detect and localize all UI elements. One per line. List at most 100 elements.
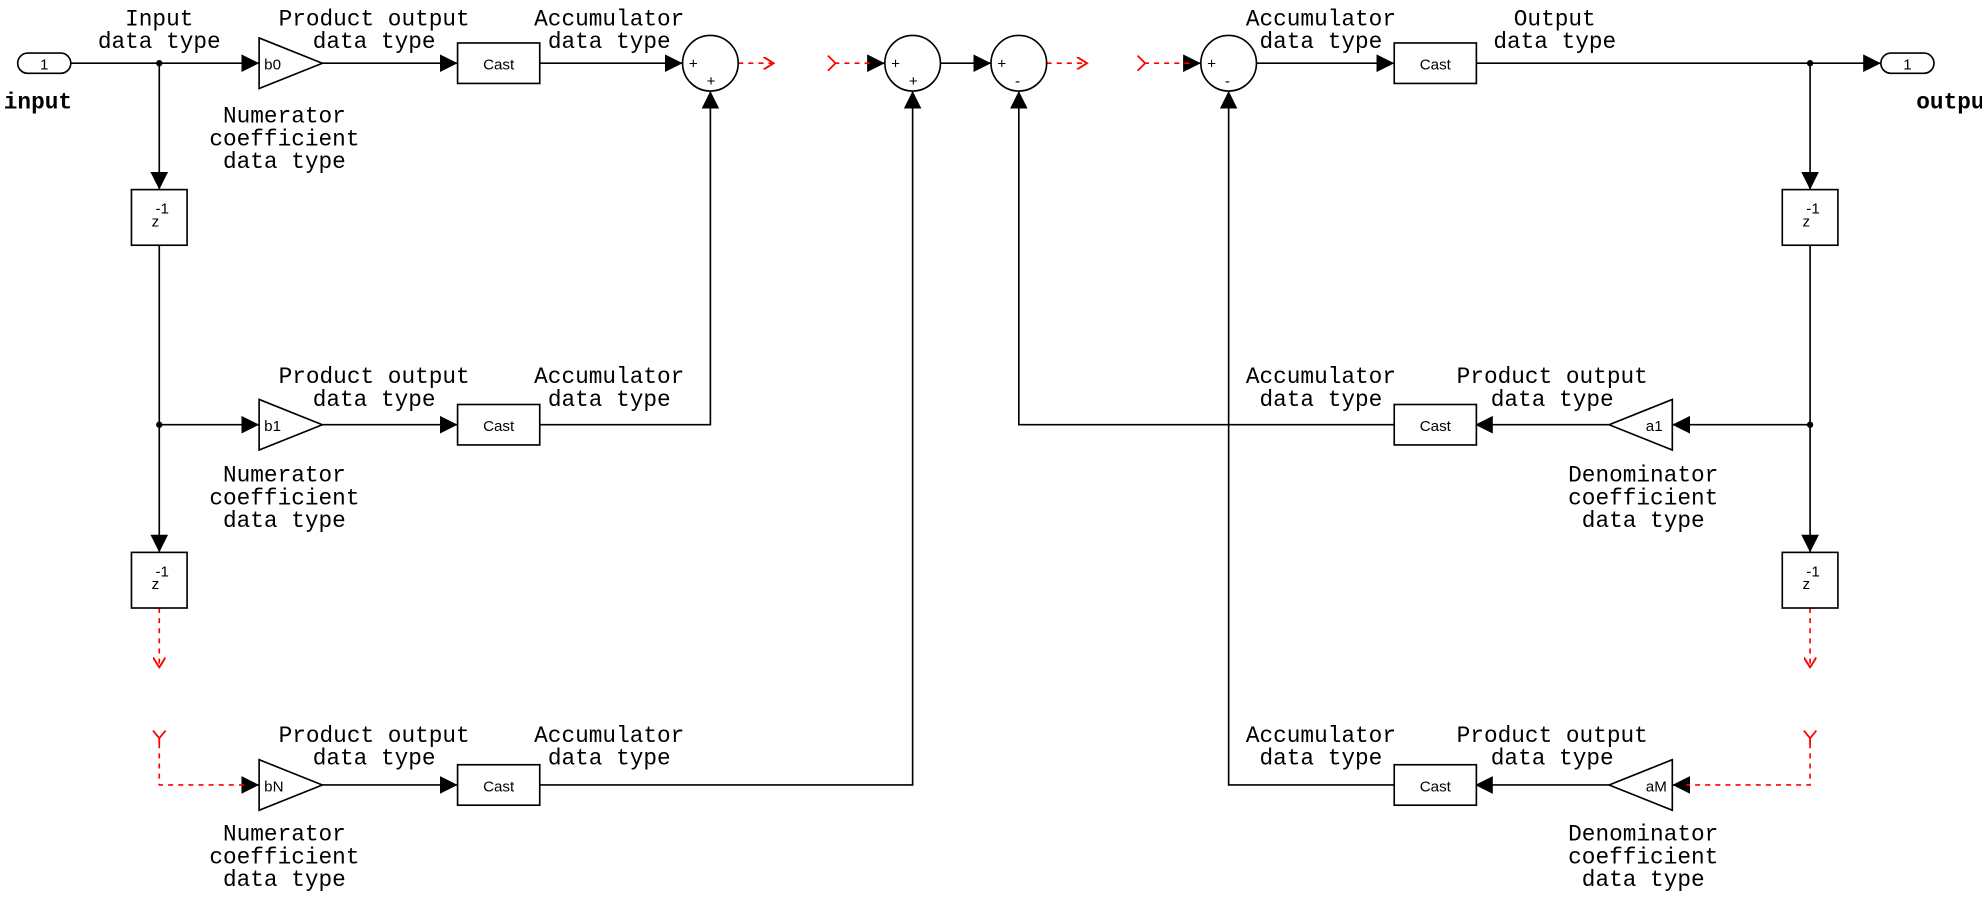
annotation-line: data type [223, 508, 346, 534]
annotation-line: Product output [279, 723, 470, 749]
annotation-line: data type [1259, 746, 1382, 772]
gain-bN[interactable]: bN [258, 758, 325, 812]
annotation-line: data type [1259, 29, 1382, 55]
signal-wire [1219, 91, 1395, 786]
branch-point [156, 60, 163, 67]
gain-aM[interactable]: aM [1606, 758, 1674, 812]
annotation-line: Denominator [1568, 822, 1718, 848]
annotation-line: Numerator [223, 104, 346, 130]
annotation-line: Accumulator [1246, 6, 1396, 32]
branch-point [1806, 60, 1814, 67]
unit-delay-block[interactable]: z-1 [130, 188, 188, 247]
unit-delay-block[interactable]: z-1 [1781, 551, 1839, 609]
continuation-wire [158, 743, 248, 786]
annotation-line: data type [313, 387, 436, 413]
signal-wire [539, 91, 922, 786]
annotation-line: data type [313, 29, 436, 55]
annotation-line: coefficient [1568, 844, 1718, 870]
unit-delay-block[interactable]: z-1 [130, 551, 188, 609]
sum-block[interactable]: ++ [883, 34, 942, 92]
cast-block[interactable]: Cast [1393, 403, 1478, 446]
annotation-line: data type [1493, 29, 1616, 55]
delay-base: z [1803, 576, 1811, 593]
annotation-line: data type [548, 29, 671, 55]
continuation-entry-icon [152, 730, 167, 745]
annotation-line: data type [548, 387, 671, 413]
annotation-line: Accumulator [534, 723, 684, 749]
annotation-line: data type [1491, 387, 1614, 413]
annotation-line: coefficient [209, 126, 359, 152]
continuation-entry-icon [827, 54, 837, 72]
cast-block[interactable]: Cast [456, 403, 541, 446]
gain-label: aM [1646, 778, 1667, 795]
sum-block[interactable]: +- [1200, 34, 1258, 92]
delay-base: z [152, 213, 160, 230]
gain-label: a1 [1646, 418, 1663, 435]
signal-wire [539, 91, 720, 426]
gain-b1[interactable]: b1 [258, 398, 325, 452]
sum-sign-bottom: + [707, 73, 716, 90]
cast-block[interactable]: Cast [456, 763, 541, 807]
cast-block[interactable]: Cast [1393, 763, 1478, 807]
annotation-line: Input [125, 6, 193, 32]
annotation-line: data type [223, 149, 346, 175]
gain-a1[interactable]: a1 [1606, 398, 1674, 452]
sum-block[interactable]: +- [990, 34, 1048, 92]
sum-sign-left: + [689, 55, 698, 72]
annotation-line: coefficient [209, 844, 359, 870]
gain-label: b1 [264, 418, 281, 435]
gain-b0[interactable]: b0 [258, 36, 325, 90]
cast-label: Cast [1420, 778, 1452, 795]
unit-delay-block[interactable]: z-1 [1781, 188, 1839, 247]
annotation-line: data type [223, 867, 346, 893]
delay-base: z [1803, 213, 1811, 230]
annotation-line: Product output [1457, 364, 1648, 390]
cast-block[interactable]: Cast [1393, 42, 1478, 85]
annotation-line: Product output [1457, 723, 1648, 749]
signal-wires [70, 54, 1881, 794]
cast-label: Cast [483, 778, 515, 795]
cast-label: Cast [483, 57, 515, 74]
sum-sign-left: + [1207, 55, 1216, 72]
output-port-label: output [1916, 90, 1982, 116]
branch-point [156, 421, 163, 428]
cast-label: Cast [1420, 418, 1452, 435]
continuation-entry-icon [1137, 54, 1147, 72]
cast-label: Cast [1420, 57, 1452, 74]
sum-sign-left: + [891, 55, 900, 72]
delay-base: z [152, 576, 160, 593]
gain-label: bN [264, 778, 283, 795]
annotation-line: data type [1259, 387, 1382, 413]
sum-block[interactable]: ++ [681, 34, 740, 92]
branch-point [1806, 421, 1814, 428]
sum-sign-bottom: - [1225, 73, 1230, 90]
cast-block[interactable]: Cast [456, 42, 541, 85]
output-port-number: 1 [1903, 57, 1911, 74]
annotation-line: Accumulator [1246, 364, 1396, 390]
output-port[interactable]: 1 output [1880, 52, 1982, 116]
annotation-line: Accumulator [1246, 723, 1396, 749]
annotation-line: Accumulator [534, 364, 684, 390]
annotation-line: data type [1582, 508, 1705, 534]
annotation-line: Denominator [1568, 463, 1718, 489]
annotation-line: Numerator [223, 463, 346, 489]
cast-label: Cast [483, 418, 515, 435]
annotation-line: Accumulator [534, 6, 684, 32]
annotation-line: Numerator [223, 822, 346, 848]
annotation-line: Output [1514, 6, 1596, 32]
